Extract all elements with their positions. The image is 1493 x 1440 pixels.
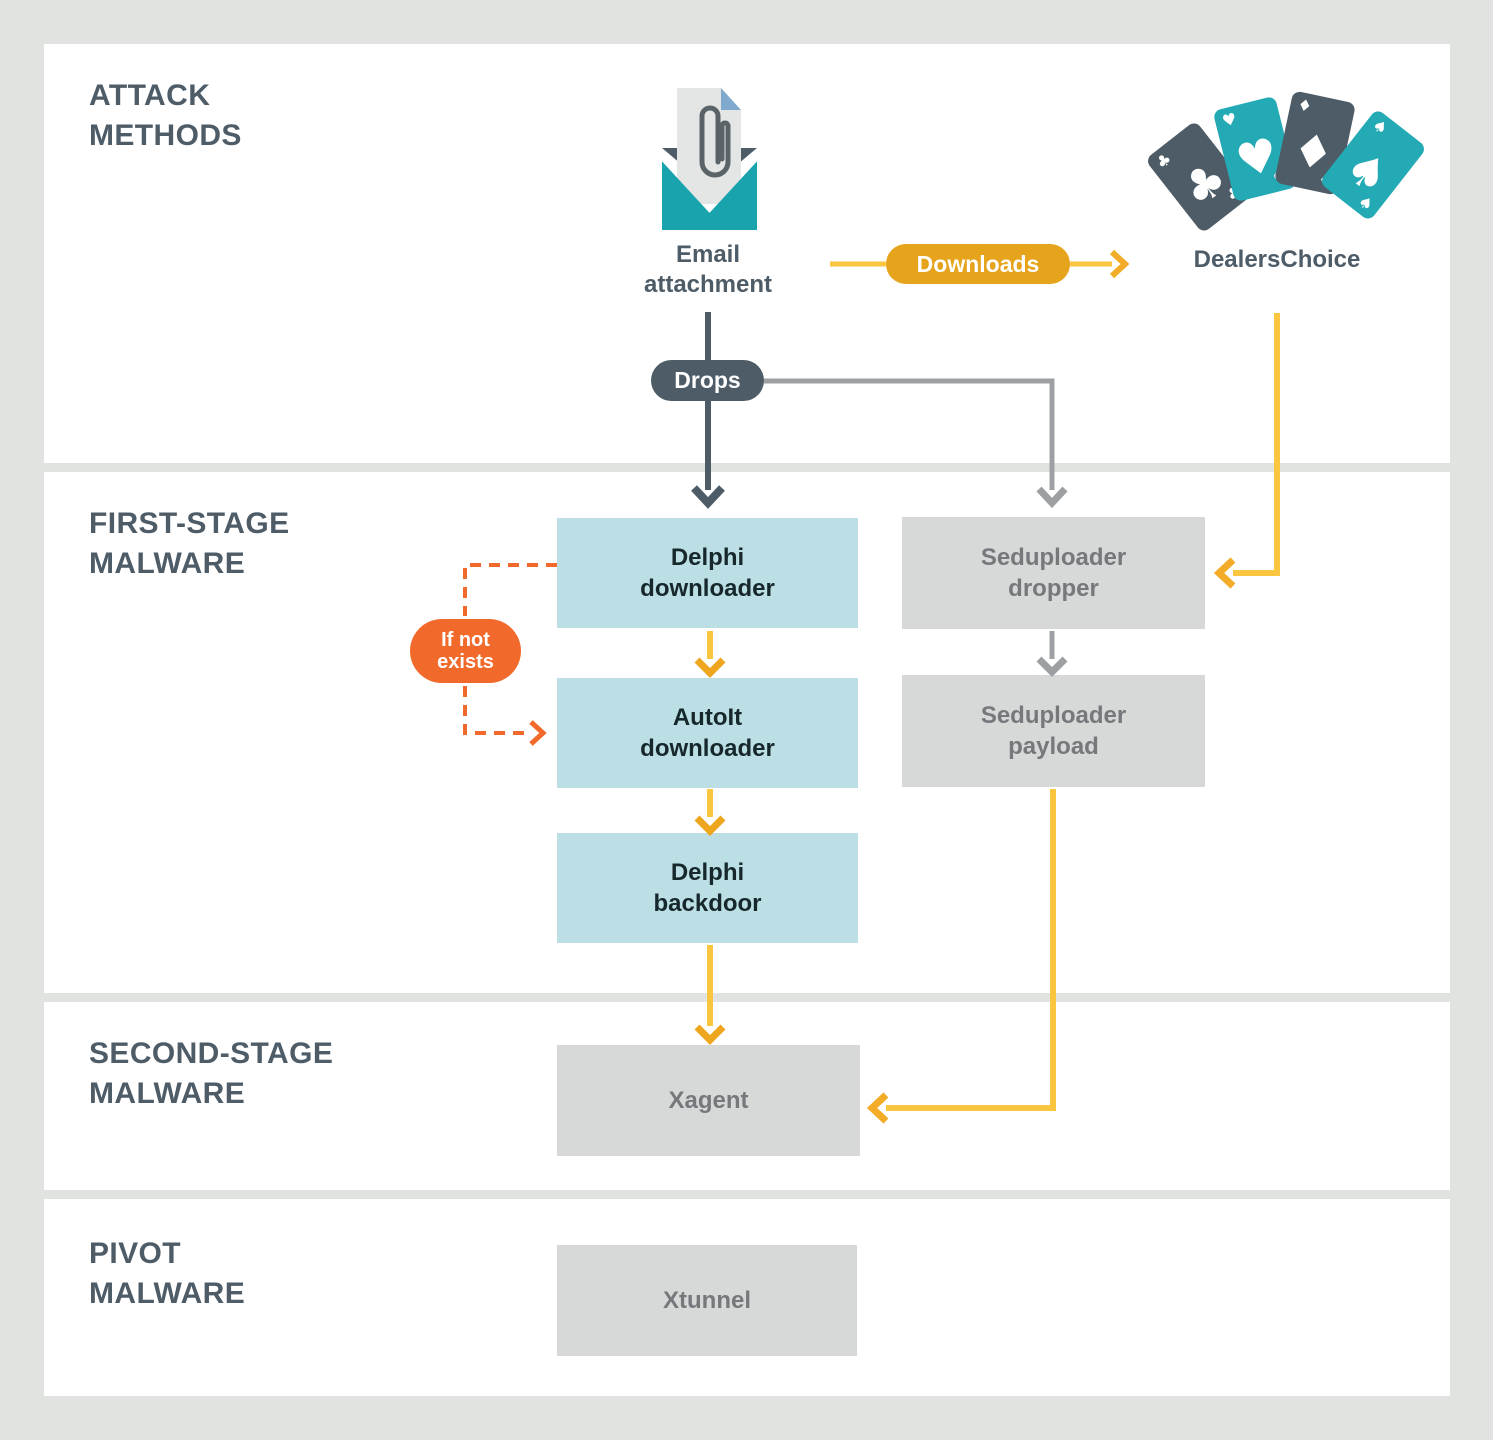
diamond-suit-small: ♦	[1295, 94, 1314, 117]
if-not-exists-pill: If not exists	[410, 619, 521, 683]
node-xagent: Xagent	[557, 1045, 860, 1156]
playing-cards-icon: ♣ ♣ ♣ ♥ ♥ ♥ ♦ ♦ ♦ ♠ ♠ ♠	[1144, 90, 1428, 236]
paperclip-icon	[699, 105, 731, 178]
node-xtunnel: Xtunnel	[557, 1245, 857, 1356]
club-suit-small: ♣	[1152, 148, 1176, 173]
email-attachment-label: Email attachment	[643, 241, 773, 298]
spade-suit-small: ♠	[1368, 114, 1392, 139]
email-attachment-icon	[657, 88, 759, 232]
drops-pill: Drops	[651, 360, 764, 401]
downloads-pill: Downloads	[886, 244, 1070, 284]
heart-suit-small: ♥	[1220, 108, 1239, 131]
dealerschoice-label: DealersChoice	[1193, 246, 1361, 273]
